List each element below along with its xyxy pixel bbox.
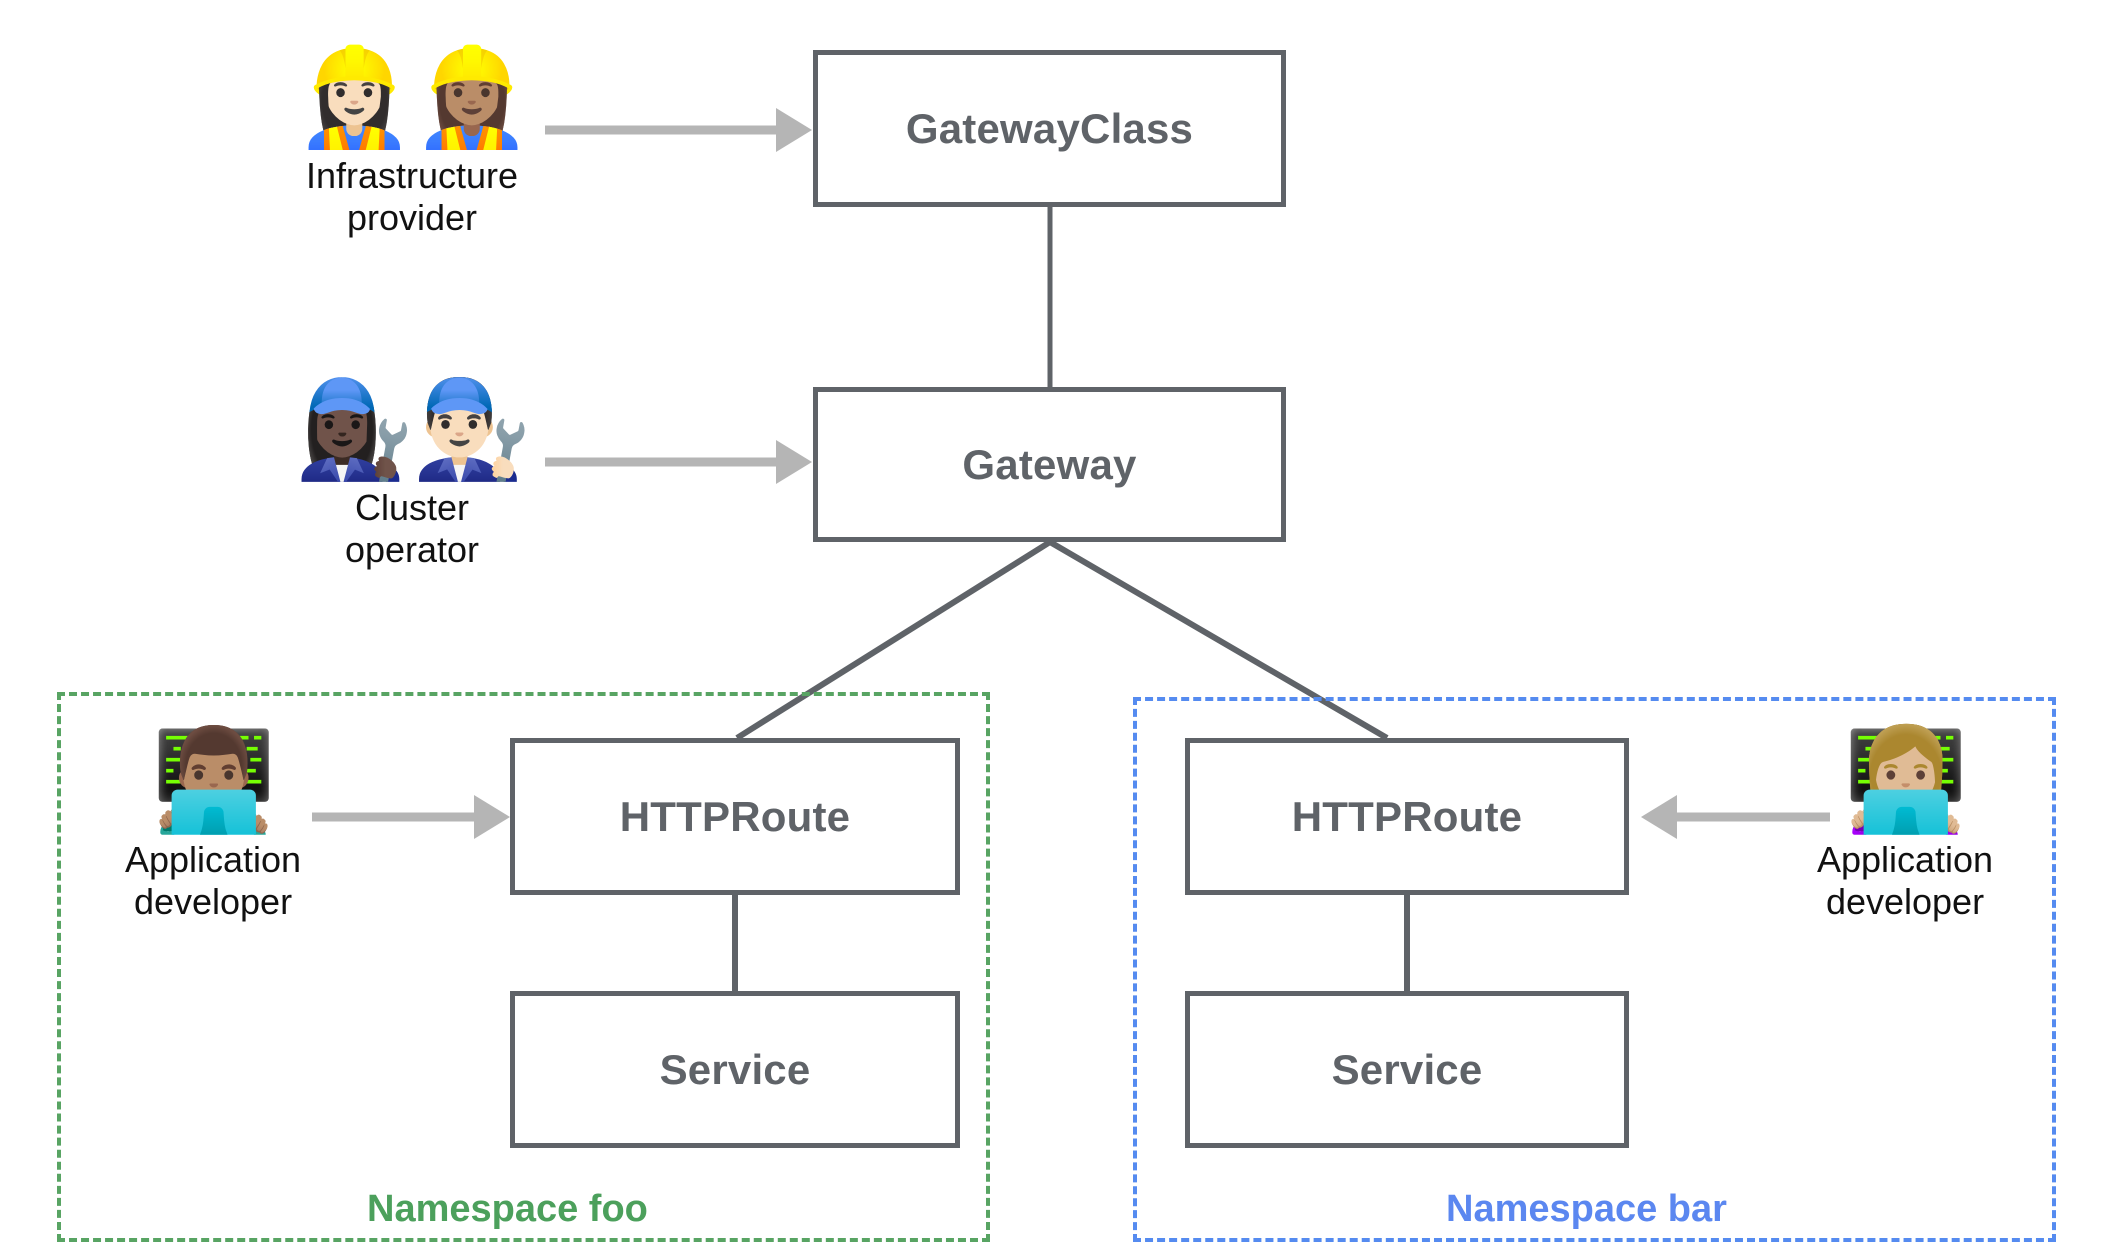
actor-application-developer-bar-caption: Application developer [1816, 839, 1994, 923]
node-service-bar-label: Service [1331, 1045, 1483, 1093]
actor-infrastructure-provider-caption: Infrastructure provider [305, 154, 519, 239]
node-httproute-foo-label: HTTPRoute [619, 792, 851, 840]
node-httproute-bar[interactable]: HTTPRoute [1185, 738, 1629, 895]
technologist-woman-icon: 👩🏼‍💻 [1843, 724, 1969, 836]
node-gateway-label: Gateway [962, 440, 1137, 488]
namespace-bar-boundary [1133, 697, 2056, 1242]
node-gatewayclass[interactable]: GatewayClass [813, 50, 1286, 207]
node-gateway[interactable]: Gateway [813, 387, 1286, 542]
arrow-operator-to-gateway [545, 440, 812, 484]
actor-application-developer-bar: 👩🏼‍💻 Application developer [1790, 728, 2020, 924]
namespace-foo-label: Namespace foo [367, 1188, 648, 1230]
actor-cluster-operator-caption: Cluster operator [344, 486, 480, 571]
node-httproute-bar-label: HTTPRoute [1291, 792, 1523, 840]
actor-cluster-operator: 👩🏿‍🔧👨🏻‍🔧 Cluster operator [272, 376, 552, 572]
arrow-infra-to-gatewayclass [545, 108, 812, 152]
node-httproute-foo[interactable]: HTTPRoute [510, 738, 960, 895]
namespace-foo-boundary [57, 692, 990, 1242]
construction-worker-woman-icon: 👷🏻‍♀️👷🏽‍♀️ [294, 44, 531, 151]
node-gatewayclass-label: GatewayClass [905, 104, 1194, 152]
node-service-bar[interactable]: Service [1185, 991, 1629, 1148]
actor-application-developer-foo-caption: Application developer [124, 839, 302, 923]
node-service-foo[interactable]: Service [510, 991, 960, 1148]
namespace-bar-label: Namespace bar [1446, 1188, 1727, 1230]
mechanic-icon: 👩🏿‍🔧👨🏻‍🔧 [294, 376, 531, 483]
actor-application-developer-foo: 👨🏽‍💻 Application developer [98, 728, 328, 924]
actor-infrastructure-provider: 👷🏻‍♀️👷🏽‍♀️ Infrastructure provider [272, 44, 552, 240]
node-service-foo-label: Service [659, 1045, 811, 1093]
technologist-man-icon: 👨🏽‍💻 [151, 724, 277, 836]
